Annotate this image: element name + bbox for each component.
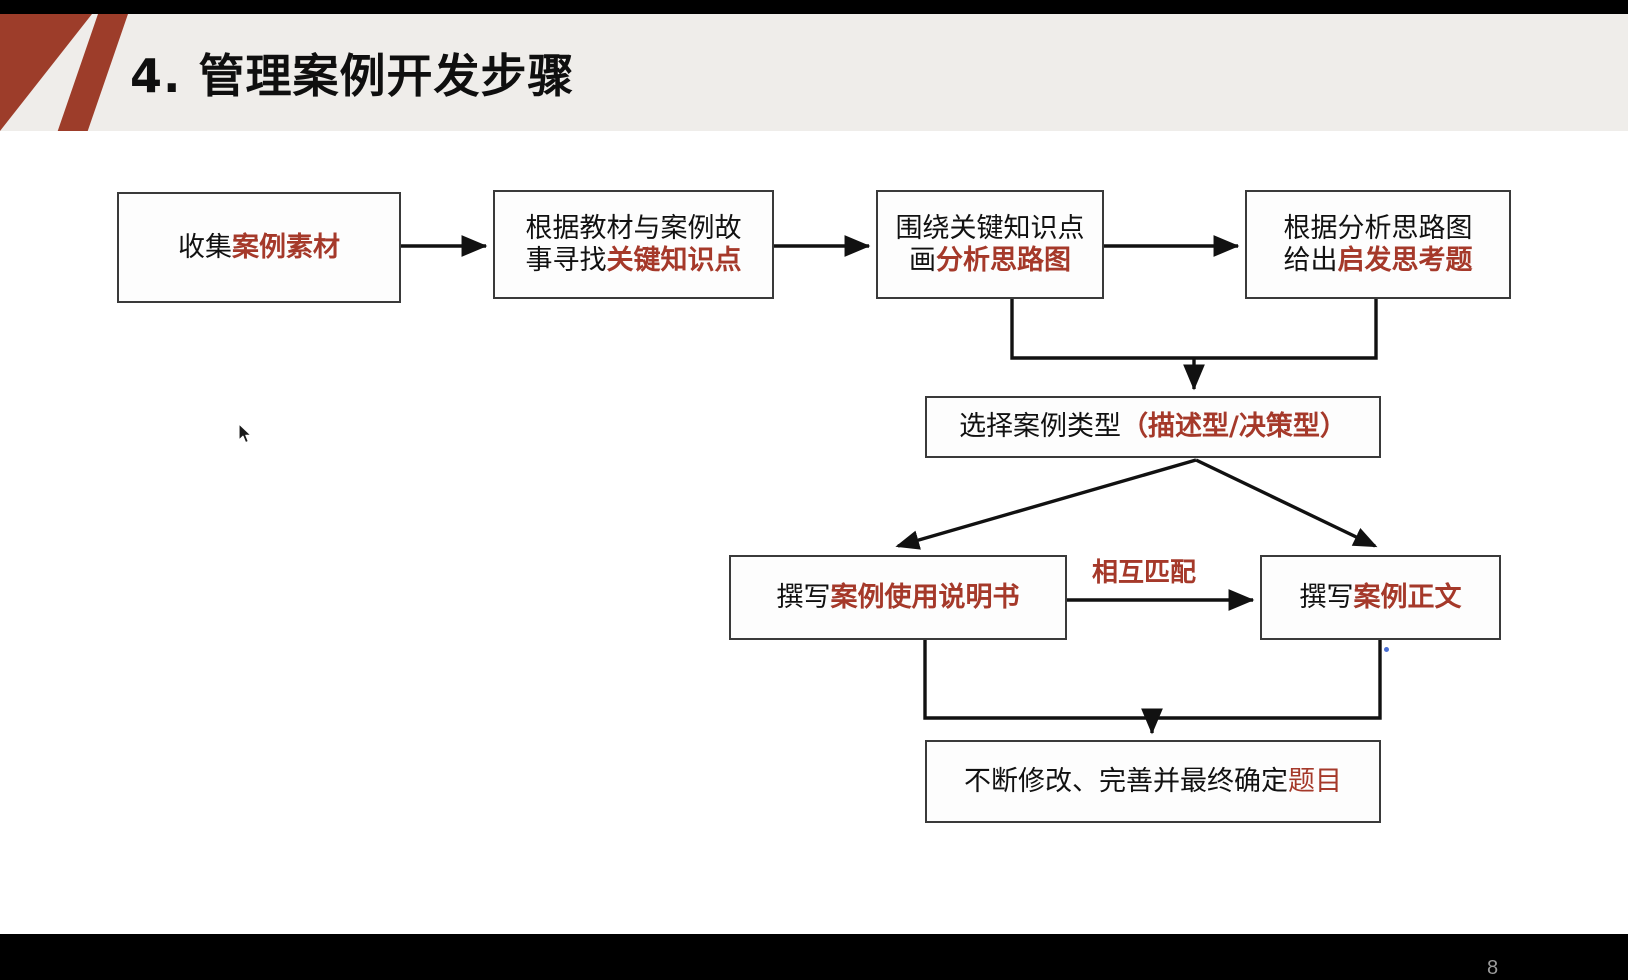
node-line: 不断修改、完善并最终确定题目 (964, 766, 1342, 798)
node-line: 选择案例类型（描述型/决策型） (959, 411, 1347, 443)
node-line: 事寻找关键知识点 (526, 245, 742, 277)
connector-casetype-to-bodytext (1195, 458, 1378, 548)
mouse-cursor-icon (238, 423, 252, 444)
letterbox-top-bar (0, 0, 1628, 14)
node-line: 围绕关键知识点 (896, 213, 1085, 245)
node-finalize-title[interactable]: 不断修改、完善并最终确定题目 (925, 740, 1381, 823)
node-line: 根据教材与案例故 (526, 213, 742, 245)
node-text-plain: 围绕关键知识点 (895, 212, 1085, 244)
node-text-plain: 选择案例类型 (959, 411, 1122, 443)
connector-label-mutual-match: 相互匹配 (1092, 558, 1197, 588)
connector-casetype-to-manual (895, 458, 1197, 550)
flowchart: 收集案例素材 根据教材与案例故 事寻找关键知识点 围绕关键知识点 画分析思路图 … (0, 131, 1628, 979)
node-find-key-knowledge[interactable]: 根据教材与案例故 事寻找关键知识点 (493, 190, 774, 299)
node-text-highlight: 分析思路图 (936, 244, 1071, 276)
node-text-plain: 撰写 (1299, 581, 1354, 613)
letterbox-bottom-bar (0, 934, 1628, 951)
node-text-highlight: 题目 (1288, 765, 1342, 797)
connector-merge-upper (1010, 299, 1378, 360)
slide-header: 4. 管理案例开发步骤 (0, 14, 1628, 131)
node-write-case-body[interactable]: 撰写案例正文 (1260, 555, 1501, 640)
node-text-plain: 不断修改、完善并最终确定 (964, 765, 1288, 797)
node-text-plain: 画 (909, 244, 936, 276)
connector-merge-lower (923, 640, 1382, 720)
node-text-highlight: （描述型/决策型） (1121, 411, 1347, 443)
node-line: 画分析思路图 (909, 245, 1071, 277)
node-text-plain: 根据分析思路图 (1283, 212, 1473, 244)
slide-canvas: 4. 管理案例开发步骤 (0, 14, 1628, 979)
node-write-case-manual[interactable]: 撰写案例使用说明书 (729, 555, 1067, 640)
blue-dot-marker-icon (1384, 647, 1389, 652)
node-text-highlight: 启发思考题 (1337, 244, 1473, 276)
node-line: 根据分析思路图 (1284, 213, 1473, 245)
node-text-highlight: 案例素材 (232, 231, 340, 263)
node-text-highlight: 关键知识点 (606, 244, 742, 276)
node-line: 收集案例素材 (178, 232, 340, 264)
node-text-plain: 收集 (178, 231, 232, 263)
page-number: 8 (1487, 957, 1499, 979)
node-text-highlight: 案例使用说明书 (830, 581, 1020, 613)
node-text-plain: 事寻找 (525, 244, 607, 276)
node-text-plain: 给出 (1283, 244, 1338, 276)
node-text-plain: 撰写 (776, 581, 831, 613)
node-line: 撰写案例正文 (1300, 582, 1462, 614)
node-collect-case-material[interactable]: 收集案例素材 (117, 192, 401, 303)
node-select-case-type[interactable]: 选择案例类型（描述型/决策型） (925, 396, 1381, 458)
node-line: 给出启发思考题 (1284, 245, 1473, 277)
node-text-highlight: 案例正文 (1353, 581, 1462, 613)
node-draw-analysis-map[interactable]: 围绕关键知识点 画分析思路图 (876, 190, 1104, 299)
node-text-plain: 根据教材与案例故 (525, 212, 742, 244)
node-give-thought-questions[interactable]: 根据分析思路图 给出启发思考题 (1245, 190, 1511, 299)
page-title: 4. 管理案例开发步骤 (130, 49, 575, 103)
node-line: 撰写案例使用说明书 (777, 582, 1020, 614)
